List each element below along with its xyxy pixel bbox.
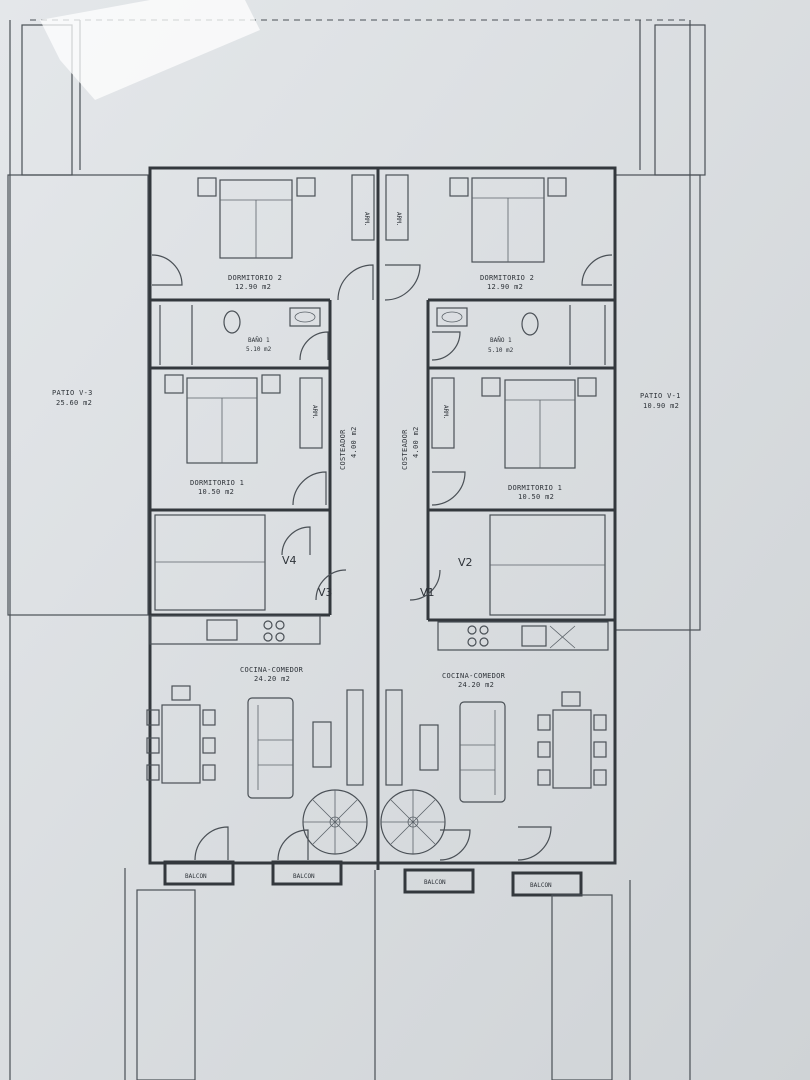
window-label: V4 bbox=[282, 554, 297, 567]
exterior-stair-bottom-left bbox=[136, 889, 196, 1080]
wardrobe bbox=[385, 174, 409, 241]
room-area: 24.20 m2 bbox=[458, 681, 494, 689]
room-name: COSTEADOR bbox=[401, 429, 409, 470]
balcony-label: BALCON bbox=[293, 873, 315, 880]
balcony-left-a bbox=[163, 860, 235, 886]
door-swings bbox=[151, 254, 613, 861]
bed-right-top bbox=[449, 177, 567, 263]
kitchen-counter-right bbox=[437, 621, 609, 651]
coffee-table bbox=[419, 724, 439, 771]
room-name: DORMITORIO 2 bbox=[228, 274, 282, 282]
room-area: 10.50 m2 bbox=[198, 488, 234, 496]
window-label: V1 bbox=[420, 586, 435, 599]
dining-table-left bbox=[146, 685, 216, 784]
screen-glare bbox=[40, 0, 260, 100]
room-name: COCINA-COMEDOR bbox=[442, 672, 506, 680]
wardrobe-label: ARM. bbox=[442, 405, 449, 419]
balcony-right-a bbox=[403, 868, 475, 894]
room-name: DORMITORIO 2 bbox=[480, 274, 534, 282]
spiral-stair-right bbox=[380, 789, 446, 855]
building-outline bbox=[148, 166, 617, 865]
patio-name: PATIO V-3 bbox=[52, 389, 93, 397]
interior-stair-left bbox=[154, 514, 266, 611]
patio-area: 25.60 m2 bbox=[56, 399, 92, 407]
room-area: 5.10 m2 bbox=[246, 346, 272, 353]
wardrobe bbox=[299, 377, 323, 449]
wardrobe-label: ARM. bbox=[395, 212, 402, 226]
balcony-label: BALCON bbox=[424, 879, 446, 886]
window-label: V2 bbox=[458, 556, 473, 569]
wardrobe bbox=[431, 377, 455, 449]
window-label: V3 bbox=[318, 586, 333, 599]
balcony-label: BALCON bbox=[185, 873, 207, 880]
bathroom-fixtures-right bbox=[436, 307, 539, 336]
patio-left bbox=[7, 174, 149, 616]
kitchen-counter-left bbox=[149, 615, 321, 645]
coffee-table bbox=[312, 721, 332, 768]
room-area: 24.20 m2 bbox=[254, 675, 290, 683]
room-name: COCINA-COMEDOR bbox=[240, 666, 304, 674]
patio-area: 10.90 m2 bbox=[643, 402, 679, 410]
tv-unit bbox=[385, 689, 403, 786]
right-unit-walls bbox=[426, 298, 615, 622]
wardrobe-label: ARM. bbox=[363, 212, 370, 226]
bed-right-mid bbox=[481, 377, 597, 469]
wardrobe-label: ARM. bbox=[311, 405, 318, 419]
balcony-left-b bbox=[271, 860, 343, 886]
sofa-left bbox=[247, 697, 294, 799]
room-name: DORMITORIO 1 bbox=[508, 484, 562, 492]
wardrobe bbox=[351, 174, 375, 241]
balcony-right-b bbox=[511, 871, 583, 897]
room-area: 12.90 m2 bbox=[487, 283, 523, 291]
spiral-stair-left bbox=[302, 789, 368, 855]
patio-name: PATIO V-1 bbox=[640, 392, 681, 400]
room-area: 12.90 m2 bbox=[235, 283, 271, 291]
bathroom-fixtures-left bbox=[223, 307, 321, 334]
left-unit-walls bbox=[150, 298, 332, 617]
sofa-right bbox=[459, 701, 506, 803]
room-area: 4.00 m2 bbox=[412, 426, 420, 458]
room-name: BAÑO 1 bbox=[248, 337, 270, 344]
room-name: DORMITORIO 1 bbox=[190, 479, 244, 487]
bed-left-mid bbox=[164, 374, 281, 464]
exterior-stair-bottom-right bbox=[551, 894, 613, 1080]
room-area: 5.10 m2 bbox=[488, 347, 514, 354]
dining-table-right bbox=[537, 691, 607, 789]
room-area: 4.00 m2 bbox=[350, 426, 358, 458]
balcony-label: BALCON bbox=[530, 882, 552, 889]
room-name: COSTEADOR bbox=[339, 429, 347, 470]
bed-left-top bbox=[197, 177, 316, 259]
tv-unit bbox=[346, 689, 364, 786]
room-area: 10.50 m2 bbox=[518, 493, 554, 501]
interior-stair-right bbox=[489, 514, 606, 616]
room-name: BAÑO 1 bbox=[490, 337, 512, 344]
